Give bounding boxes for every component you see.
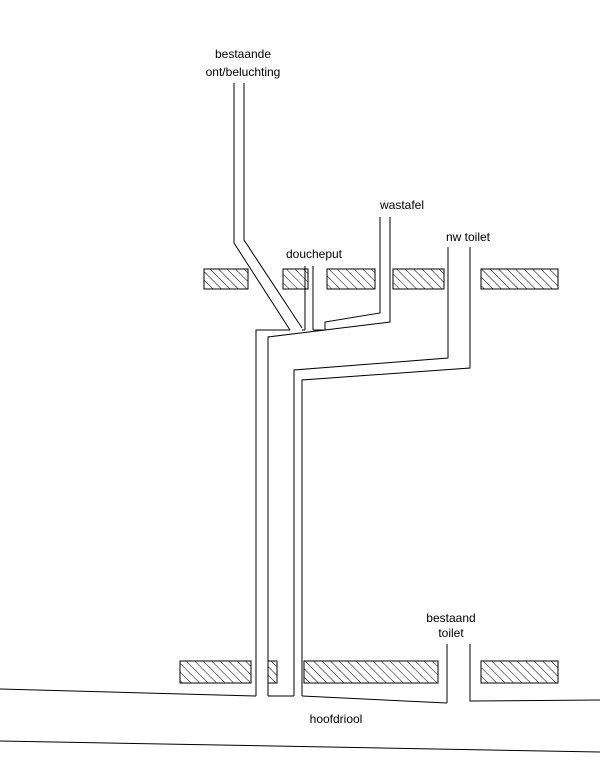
lower-floor-segment-3 (303, 660, 439, 684)
lower-floor-segment-4 (480, 660, 559, 684)
upper-floor (203, 268, 559, 290)
nw-toilet-label: nw toilet (446, 230, 491, 244)
vent-label-line-2: ont/beluchting (206, 65, 281, 79)
lower-floor-segment-2 (267, 660, 278, 684)
bestaand-toilet-label-line-2: toilet (438, 626, 464, 640)
upper-floor-segment-1 (203, 268, 249, 290)
upper-floor-segment-2 (282, 268, 309, 290)
upper-floor-segment-5 (480, 268, 559, 290)
new-toilet-pipe (293, 247, 471, 696)
doucheput-label: doucheput (286, 247, 343, 261)
lower-floor-segment-1 (179, 660, 252, 684)
washbasin-pipe (267, 217, 391, 696)
bestaand-toilet-label-line-1: bestaand (426, 611, 475, 625)
main-stack (255, 329, 325, 696)
existing-toilet-pipe (446, 644, 600, 703)
wastafel-label: wastafel (379, 198, 424, 212)
upper-floor-segment-3 (326, 268, 376, 290)
hoofdriool-label: hoofdriool (310, 712, 363, 726)
main-sewer (0, 688, 600, 753)
vent-label-line-1: bestaande (215, 47, 271, 61)
vent-pipe (233, 83, 303, 331)
shower-drain-pipe (304, 266, 314, 330)
lower-floor (179, 660, 559, 684)
upper-floor-segment-4 (392, 268, 445, 290)
